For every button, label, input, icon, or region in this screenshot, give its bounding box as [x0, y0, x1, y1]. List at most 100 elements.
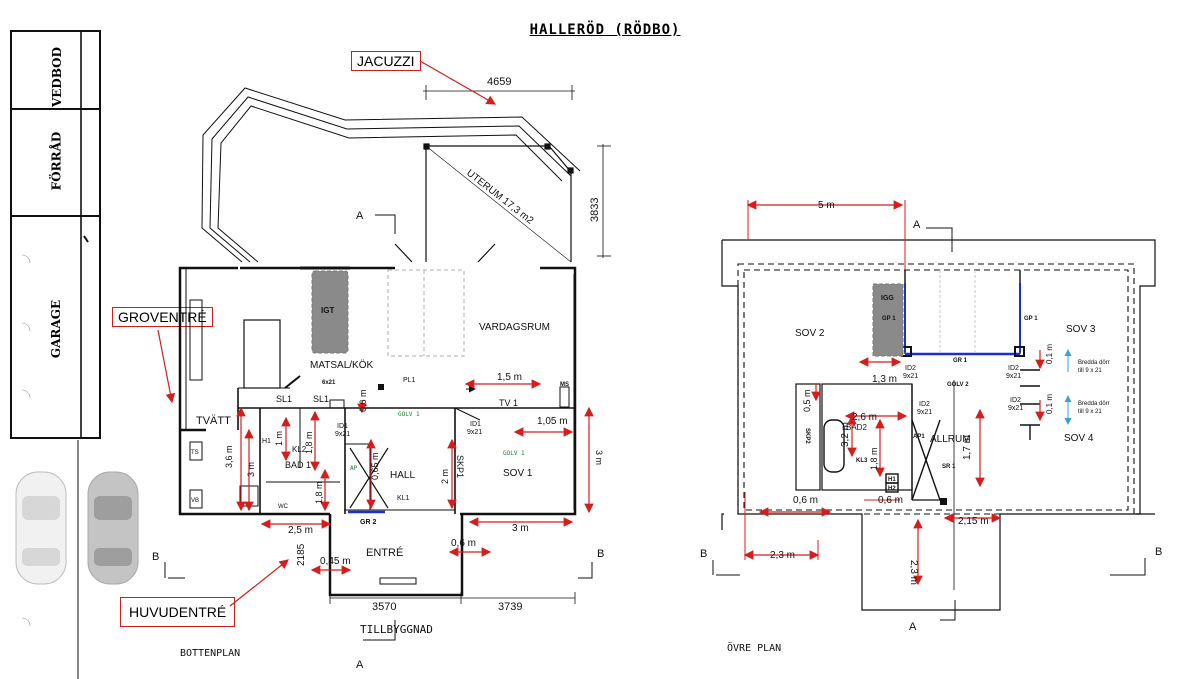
note-wider-b2: till 9 x 21 [1078, 409, 1102, 415]
dim-2-3b: 2,3 m [908, 560, 919, 585]
dim-2m: 2 m [440, 469, 450, 484]
uterum [394, 143, 574, 263]
tag-id2a: ID2 [905, 365, 916, 372]
tag-h1-upper: H1 [888, 477, 896, 483]
tag-gp1b: GP 1 [1024, 316, 1038, 322]
upper-section-a-top: A [913, 219, 921, 231]
room-sov4: SOV 4 [1064, 433, 1094, 444]
dim-2185: 2185 [296, 543, 307, 566]
dim-2-6: 2,6 m [852, 412, 877, 423]
tag-golv1a: GOLV 1 [398, 411, 420, 418]
section-b-right: B [597, 548, 604, 560]
drawing-title: HALLERÖD (RÖDBO) [529, 22, 681, 38]
dim-3-2: 3,2 m [840, 422, 851, 447]
tag-id2b-sub: 9x21 [1006, 373, 1021, 380]
tag-ap: AP [350, 465, 358, 472]
dim-1-7: 1,7 m [962, 435, 973, 460]
pl1-marker [378, 384, 384, 390]
dim-3570: 3570 [372, 601, 396, 613]
car-right [87, 471, 139, 585]
note-wider-a: Bredda dörr [1078, 360, 1110, 366]
room-hall: HALL [390, 470, 415, 481]
tag-id1b-sub: 9x21 [467, 429, 482, 436]
tag-kl1: KL1 [397, 495, 410, 502]
dim-0-6a: 0,6 m [358, 389, 368, 412]
tag-wc: WC [278, 504, 289, 510]
dim-4659: 4659 [487, 76, 511, 88]
tag-sl1b: SL1 [313, 394, 329, 404]
dim-0-5: 0,5 m [802, 389, 812, 412]
tag-tv1: TV 1 [499, 398, 518, 408]
dim-0-6-upper-a: 0,6 m [793, 495, 818, 506]
jacuzzi-deck [201, 87, 581, 263]
upper-section-a-bottom: A [909, 621, 917, 633]
tag-gp1a: GP 1 [882, 316, 896, 322]
dim-1-8b: 1,8 m [314, 481, 324, 504]
dim-3739: 3739 [498, 601, 522, 613]
igt-label: IGT [321, 306, 334, 315]
tag-kl2: KL2 [292, 445, 307, 454]
tag-skp1: SKP1 [455, 455, 465, 478]
tag-h1: H1 [262, 438, 271, 445]
dim-3m-c: 3 m [512, 523, 529, 534]
igg-box [872, 283, 904, 357]
tag-id1a: ID1 [337, 423, 348, 430]
tag-id1a-sub: 9x21 [335, 431, 350, 438]
callout-groventre: GROVENTRÉ [112, 307, 213, 327]
tag-sl1a: SL1 [276, 394, 292, 404]
tag-6x21: 6x21 [322, 380, 336, 386]
dim-0-1a: 0,1 m [1045, 344, 1054, 364]
dim-3m-b: 3 m [594, 450, 604, 465]
section-b-left: B [152, 551, 159, 563]
outbuilding [10, 30, 101, 679]
dim-1-8-upper: 1,8 m [869, 447, 879, 470]
dim-0-6-upper-b: 0,6 m [878, 495, 903, 506]
tag-id2b: ID2 [1008, 365, 1019, 372]
room-tvatt: TVÄTT [196, 415, 231, 427]
tag-id2a-sub: 9x21 [903, 373, 918, 380]
tag-id2d: ID2 [1010, 397, 1021, 404]
room-sov1: SOV 1 [503, 468, 533, 479]
callout-jacuzzi: JACUZZI [351, 51, 421, 71]
note-wider-b: Bredda dörr [1078, 401, 1110, 407]
room-matsal: MATSAL/KÖK [310, 359, 373, 371]
dim-0-6b: 0,6 m [451, 538, 476, 549]
section-a-top: A [356, 210, 364, 222]
note-wider-a2: till 9 x 21 [1078, 368, 1102, 374]
dim-2-15: 2,15 m [958, 516, 989, 527]
car-left [15, 471, 67, 585]
extension-label: TILLBYGGNAD [360, 623, 433, 636]
dim-1m: 1 m [274, 431, 284, 446]
upper-section-b-left: B [700, 548, 707, 560]
tag-pl1: PL1 [403, 377, 416, 384]
dim-2-3a: 2,3 m [770, 550, 795, 561]
callout-leaders [157, 60, 497, 607]
tag-sr1: SR 1 [942, 464, 956, 470]
tag-kl3: KL3 [856, 458, 868, 464]
tag-skp2: SKP2 [804, 428, 810, 444]
tag-golv1b: GOLV 1 [503, 450, 525, 457]
dim-1-8a: 1,8 m [304, 431, 314, 454]
tag-gr2: GR 2 [360, 519, 376, 526]
tag-gr1: GR 1 [953, 358, 968, 364]
tag-id2c: ID2 [919, 401, 930, 408]
dim-5m: 5 m [818, 200, 835, 211]
dim-0-65: 0,65 m [370, 452, 380, 480]
dim-2-5: 2,5 m [288, 525, 313, 536]
upper-section-b-right: B [1155, 546, 1162, 558]
dim-3-6: 3,6 m [224, 445, 234, 468]
tag-ap1: AP1 [913, 434, 925, 440]
dim-0-1b: 0,1 m [1045, 394, 1054, 414]
hall-stair [349, 447, 389, 509]
dim-1-05: 1,05 m [537, 416, 568, 427]
section-a-bottom: A [356, 659, 364, 671]
tag-vb: VB [191, 498, 199, 504]
ground-floor-caption: BOTTENPLAN [180, 648, 241, 659]
room-allrum: ALLRUM [930, 434, 971, 445]
dim-0-45: 0,45 m [320, 556, 351, 567]
room-bad1: BAD 1 [285, 460, 311, 470]
room-sov2: SOV 2 [795, 328, 825, 339]
tag-id2d-sub: 9x21 [1008, 405, 1023, 412]
room-sov3: SOV 3 [1066, 324, 1096, 335]
